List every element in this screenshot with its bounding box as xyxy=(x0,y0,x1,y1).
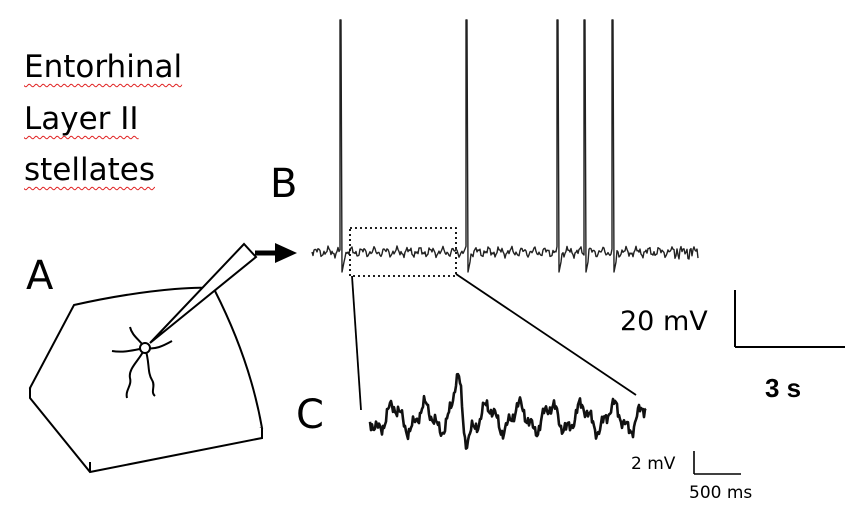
stellate-neuron xyxy=(111,326,173,399)
scale-c-time-label: 500 ms xyxy=(689,483,753,503)
scale-bar-c xyxy=(693,451,741,475)
zoom-connector-right xyxy=(455,273,637,396)
scale-b-voltage-label: 20 mV xyxy=(620,306,708,337)
membrane-potential-trace-c xyxy=(368,372,647,450)
scale-c-voltage-label: 2 mV xyxy=(631,454,676,474)
zoom-selection-box xyxy=(349,227,457,277)
panel-label-a: A xyxy=(26,253,54,299)
panel-label-b: B xyxy=(270,161,298,207)
brain-slice xyxy=(28,286,264,474)
title-line-3: stellates xyxy=(24,152,155,188)
panel-label-c: C xyxy=(296,392,324,438)
recording-electrode xyxy=(149,242,258,344)
title-line-1: Entorhinal xyxy=(24,49,183,85)
scale-bar-b xyxy=(734,290,845,348)
arrow-icon xyxy=(255,243,297,263)
membrane-potential-trace-b xyxy=(311,19,699,273)
zoom-connector-left xyxy=(351,275,362,411)
scale-b-time-label: 3 s xyxy=(765,373,802,403)
title-line-2: Layer II xyxy=(24,101,139,137)
